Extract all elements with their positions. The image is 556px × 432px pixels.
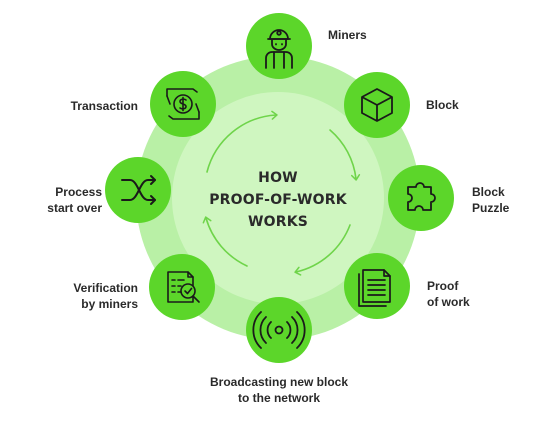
puzzle-icon: [407, 182, 436, 211]
step-node-block-puzzle: [388, 165, 454, 231]
cycle-arrows: [202, 110, 361, 276]
coin-exchange-icon: [166, 88, 200, 120]
step-label-block: Block: [426, 98, 459, 112]
step-label-block-puzzle: Block Puzzle: [472, 185, 510, 215]
diagram-title: HOW PROOF-OF-WORK WORKS: [198, 167, 358, 233]
step-label-proof-of-work: Proof of work: [427, 279, 470, 309]
cycle-arrow-top: [206, 110, 278, 173]
step-label-miners: Miners: [328, 28, 367, 42]
shuffle-icon: [121, 175, 156, 205]
cycle-arrow-right: [329, 129, 361, 181]
step-label-process-start-over: Process start over: [47, 185, 102, 215]
cycle-arrow-bottom: [294, 224, 351, 276]
title-line: HOW: [258, 170, 298, 186]
step-label-verification: Verification by miners: [73, 281, 138, 311]
step-label-broadcasting: Broadcasting new block to the network: [209, 375, 349, 405]
step-label-transaction: Transaction: [70, 99, 138, 113]
step-node-process-start-over: [105, 157, 171, 223]
title-line: PROOF-OF-WORK: [209, 192, 347, 208]
document-icon: [358, 269, 391, 307]
cube-icon: [361, 88, 393, 122]
miner-icon: [265, 29, 293, 69]
step-node-miners: [246, 13, 312, 79]
broadcast-icon: [252, 311, 306, 349]
checklist-search-icon: [167, 271, 200, 303]
step-node-verification: [149, 254, 215, 320]
step-node-proof-of-work: [344, 253, 410, 319]
step-node-transaction: [150, 71, 216, 137]
title-line: WORKS: [247, 214, 309, 230]
step-node-block: [344, 72, 410, 138]
step-node-broadcasting: [246, 297, 312, 363]
cycle-arrow-left: [202, 216, 248, 267]
